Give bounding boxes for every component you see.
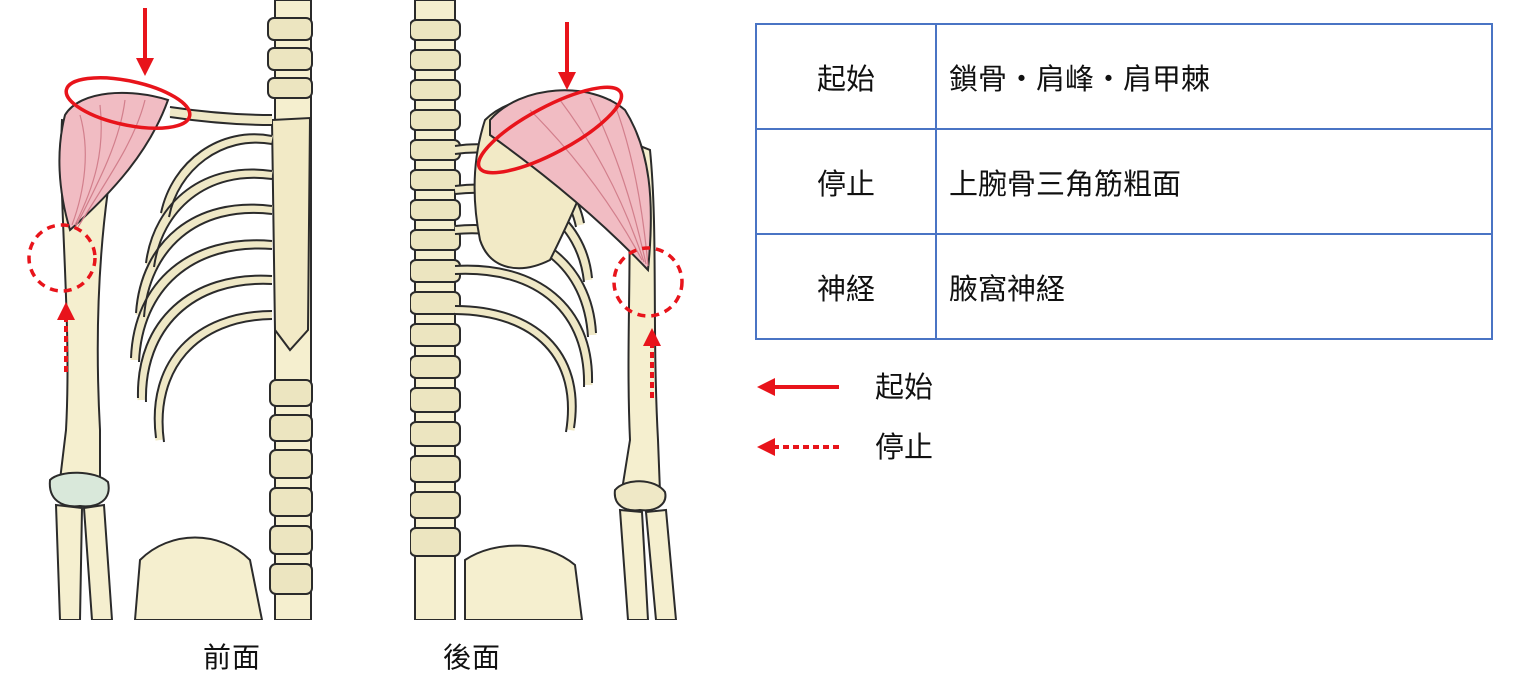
insertion-marker-circle	[612, 246, 684, 318]
table-row: 起始 鎖骨・肩峰・肩甲棘	[755, 23, 1493, 130]
solid-arrow-icon	[757, 378, 839, 396]
front-skeleton-illustration	[27, 0, 313, 620]
table-row: 神経 腋窩神経	[755, 233, 1493, 340]
dotted-arrow-icon	[757, 438, 839, 456]
insertion-marker-circle	[27, 223, 97, 293]
table-row: 停止 上腕骨三角筋粗面	[755, 128, 1493, 235]
row-value-origin: 鎖骨・肩峰・肩甲棘	[935, 23, 1493, 130]
insertion-arrow-front	[57, 302, 75, 372]
legend-insertion: 停止	[755, 427, 1055, 467]
row-value-nerve: 腋窩神経	[935, 233, 1493, 340]
front-view-caption: 前面	[202, 641, 261, 674]
row-key-nerve: 神経	[755, 233, 937, 340]
insertion-arrow-back	[643, 328, 661, 398]
legend-origin: 起始	[755, 367, 1055, 407]
row-key-origin: 起始	[755, 23, 937, 130]
row-value-insertion: 上腕骨三角筋粗面	[935, 128, 1493, 235]
origin-marker-ellipse	[476, 85, 624, 175]
origin-marker-ellipse	[64, 76, 192, 130]
legend-insertion-label: 停止	[875, 430, 934, 464]
back-view-caption: 後面	[442, 641, 501, 674]
origin-arrow-front	[136, 8, 154, 76]
legend-origin-label: 起始	[875, 370, 934, 404]
muscle-info-table: 起始 鎖骨・肩峰・肩甲棘 停止 上腕骨三角筋粗面 神経 腋窩神経	[755, 23, 1493, 340]
origin-arrow-back	[558, 22, 576, 90]
row-key-insertion: 停止	[755, 128, 937, 235]
back-skeleton-illustration	[410, 0, 684, 620]
